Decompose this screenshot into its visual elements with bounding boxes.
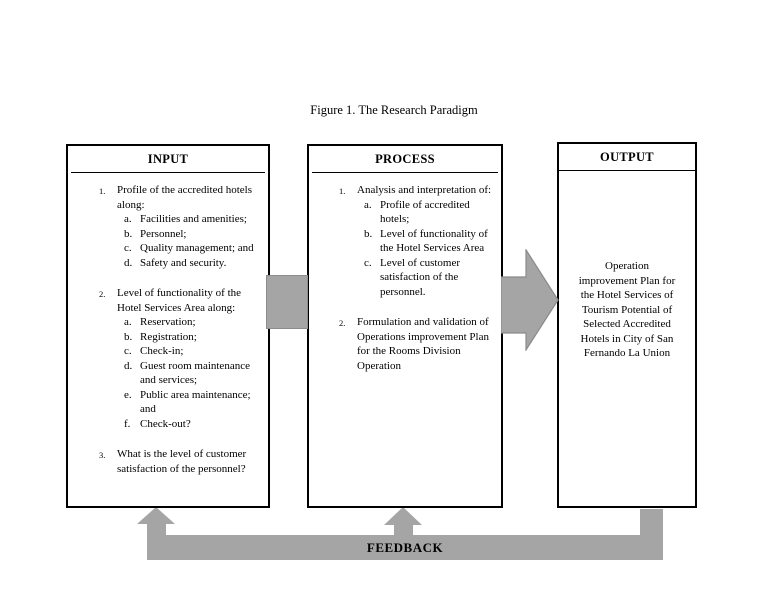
process-output-arrow-icon: [501, 249, 559, 351]
list-item: 2. Formulation and validation of Operati…: [339, 315, 495, 373]
process-header-rule: [312, 172, 498, 173]
output-box-body: Operation improvement Plan for the Hotel…: [578, 260, 676, 359]
list-number: 2.: [99, 289, 106, 299]
input-process-connector: [266, 275, 308, 329]
input-header-rule: [71, 172, 265, 173]
list-number: 3.: [99, 450, 106, 460]
list-item: 1. Analysis and interpretation of: a. Pr…: [339, 183, 495, 299]
sub-list-item: a. Facilities and amenities;: [124, 212, 262, 227]
list-number: 2.: [339, 318, 346, 328]
sub-letter: f.: [124, 417, 131, 430]
sub-text: Profile of accredited hotels;: [380, 198, 470, 226]
sub-text: Check-in;: [140, 345, 184, 357]
output-box: OUTPUT Operation improvement Plan for th…: [557, 142, 697, 508]
sub-letter: a.: [124, 213, 132, 225]
sub-text: Quality management; and: [140, 242, 254, 254]
list-item-text: Analysis and interpretation of:: [357, 184, 492, 196]
sub-letter: c.: [364, 256, 372, 269]
sub-list-item: e. Public area maintenance; and: [124, 388, 262, 417]
sub-text: Facilities and amenities;: [140, 213, 247, 225]
list-item-text: What is the level of customer satisfacti…: [117, 448, 247, 475]
sub-text: Check-out?: [140, 417, 191, 430]
sub-text: Safety and security.: [140, 256, 227, 269]
list-item: 1. Profile of the accredited hotels alon…: [99, 183, 262, 270]
sub-text: Level of customer satisfaction of the pe…: [380, 256, 461, 298]
sub-text: Reservation;: [140, 316, 196, 328]
sub-letter: d.: [124, 359, 133, 372]
list-item: 2. Level of functionality of the Hotel S…: [99, 286, 262, 431]
sub-list-item: a. Reservation;: [124, 315, 262, 330]
sub-list-item: a. Profile of accredited hotels;: [364, 198, 495, 227]
sub-list-item: f. Check-out?: [124, 417, 262, 432]
sub-letter: e.: [124, 388, 132, 401]
list-item: 3. What is the level of customer satisfa…: [99, 447, 262, 476]
sub-letter: b.: [124, 330, 133, 343]
feedback-up-arrow-process-icon: [384, 507, 422, 525]
sub-text: Guest room maintenance and services;: [140, 359, 250, 387]
sub-list-item: b. Registration;: [124, 330, 262, 345]
list-number: 1.: [339, 186, 346, 196]
sub-list-item: b. Level of functionality of the Hotel S…: [364, 227, 495, 256]
feedback-up-arrow-input-icon: [137, 507, 175, 524]
output-header-rule: [559, 170, 695, 171]
figure-caption: Figure 1. The Research Paradigm: [310, 103, 478, 117]
list-number: 1.: [99, 186, 106, 196]
sub-letter: c.: [124, 242, 132, 254]
sub-letter: b.: [364, 227, 373, 240]
input-box-header: INPUT: [147, 151, 189, 166]
sub-letter: c.: [124, 345, 132, 357]
sub-letter: b.: [124, 227, 133, 240]
sub-text: Personnel;: [140, 227, 187, 240]
process-box: PROCESS 1. Analysis and interpretation o…: [307, 144, 503, 508]
list-item-text: Level of functionality of the Hotel Serv…: [117, 287, 242, 314]
feedback-bar: FEEDBACK: [147, 535, 663, 560]
sub-list-item: c. Quality management; and: [124, 241, 262, 256]
process-box-header: PROCESS: [375, 151, 435, 166]
feedback-label: FEEDBACK: [366, 539, 444, 555]
process-box-body: 1. Analysis and interpretation of: a. Pr…: [309, 173, 501, 373]
sub-text: Level of functionality of the Hotel Serv…: [380, 227, 488, 255]
sub-list-item: d. Guest room maintenance and services;: [124, 359, 262, 388]
sub-text: Public area maintenance; and: [140, 388, 251, 416]
output-box-header: OUTPUT: [600, 149, 654, 164]
input-box-body: 1. Profile of the accredited hotels alon…: [68, 173, 268, 476]
sub-list-item: c. Level of customer satisfaction of the…: [364, 256, 495, 300]
sub-list-item: d. Safety and security.: [124, 256, 262, 271]
sub-letter: d.: [124, 256, 133, 269]
sub-list-item: c. Check-in;: [124, 344, 262, 359]
input-box: INPUT 1. Profile of the accredited hotel…: [66, 144, 270, 508]
sub-letter: a.: [364, 198, 372, 211]
list-item-text: Profile of the accredited hotels along:: [117, 184, 253, 211]
list-item-text: Formulation and validation of Operations…: [357, 316, 489, 372]
sub-list-item: b. Personnel;: [124, 227, 262, 242]
sub-text: Registration;: [140, 330, 197, 343]
sub-letter: a.: [124, 316, 132, 328]
